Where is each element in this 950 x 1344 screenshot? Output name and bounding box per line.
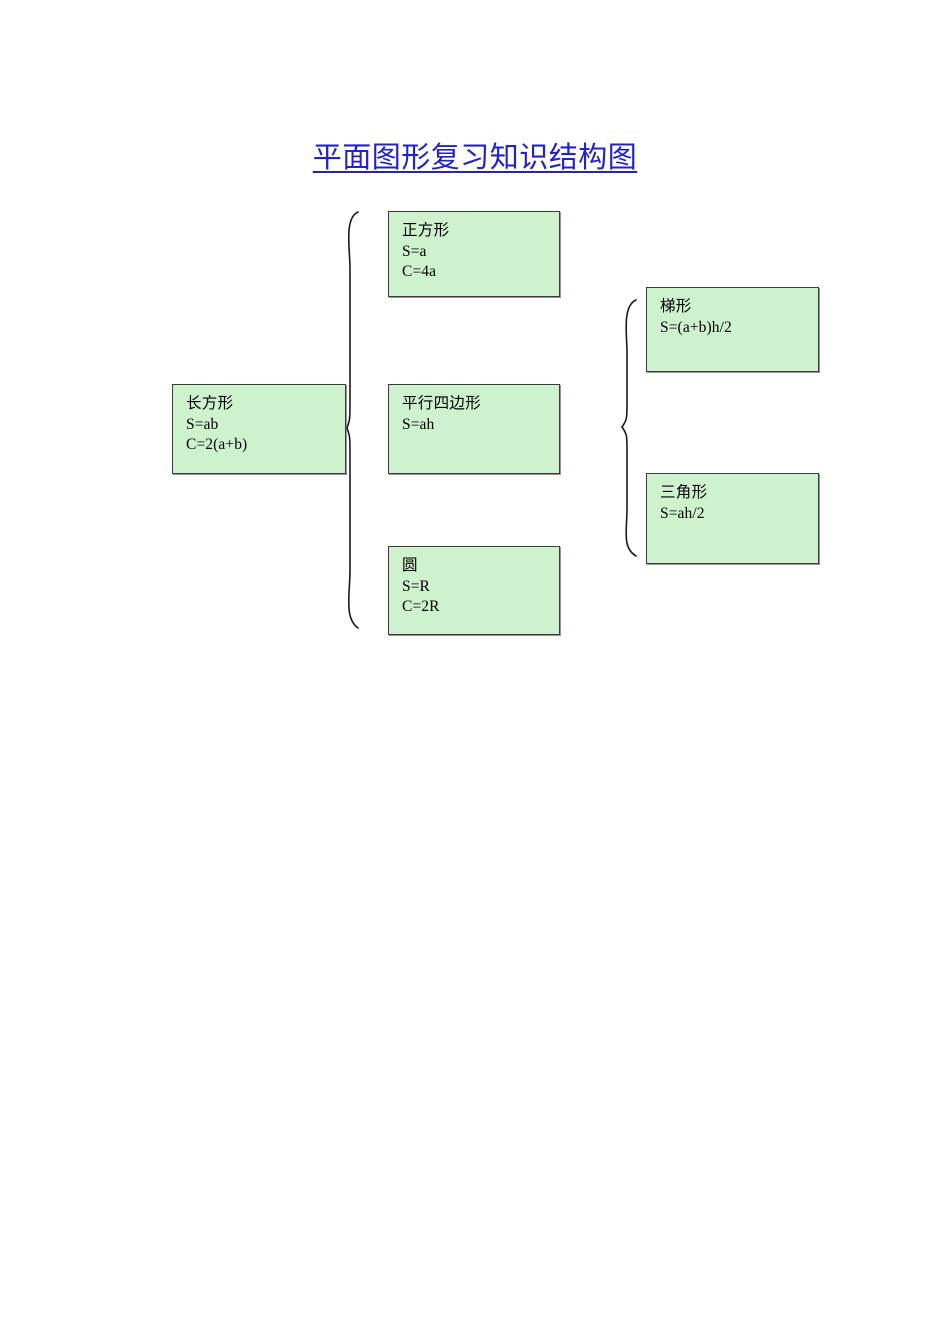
- node-circle-perimeter: C=2R: [402, 598, 440, 615]
- node-triangle[interactable]: 三角形 S=ah/2: [646, 473, 819, 564]
- node-parallelogram-area: S=ah: [402, 415, 435, 433]
- node-square[interactable]: 正方形 S=a C=4a: [388, 211, 560, 297]
- node-square-perimeter: C=4a: [402, 263, 437, 280]
- node-square-name: 正方形: [402, 222, 450, 239]
- node-parallelogram-name: 平行四边形: [402, 395, 482, 412]
- node-trapezoid-name: 梯形: [660, 298, 692, 315]
- node-circle-area: S=R: [402, 577, 431, 595]
- node-rectangle-area: S=ab: [186, 415, 219, 433]
- node-rectangle-name: 长方形: [186, 395, 234, 412]
- node-triangle-name: 三角形: [660, 484, 708, 501]
- node-circle[interactable]: 圆 S=R C=2R: [388, 546, 560, 635]
- node-rectangle-perimeter: C=2(a+b): [186, 436, 248, 453]
- node-square-area: S=a: [402, 242, 427, 260]
- brace-left-connector: [346, 211, 359, 629]
- node-triangle-area: S=ah/2: [660, 504, 705, 522]
- node-parallelogram[interactable]: 平行四边形 S=ah: [388, 384, 560, 474]
- page-title: 平面图形复习知识结构图: [312, 142, 638, 174]
- node-circle-name: 圆: [402, 557, 418, 574]
- node-rectangle[interactable]: 长方形 S=ab C=2(a+b): [172, 384, 346, 474]
- node-trapezoid-area: S=(a+b)h/2: [660, 318, 732, 336]
- node-trapezoid[interactable]: 梯形 S=(a+b)h/2: [646, 287, 819, 372]
- brace-right-connector: [621, 299, 637, 557]
